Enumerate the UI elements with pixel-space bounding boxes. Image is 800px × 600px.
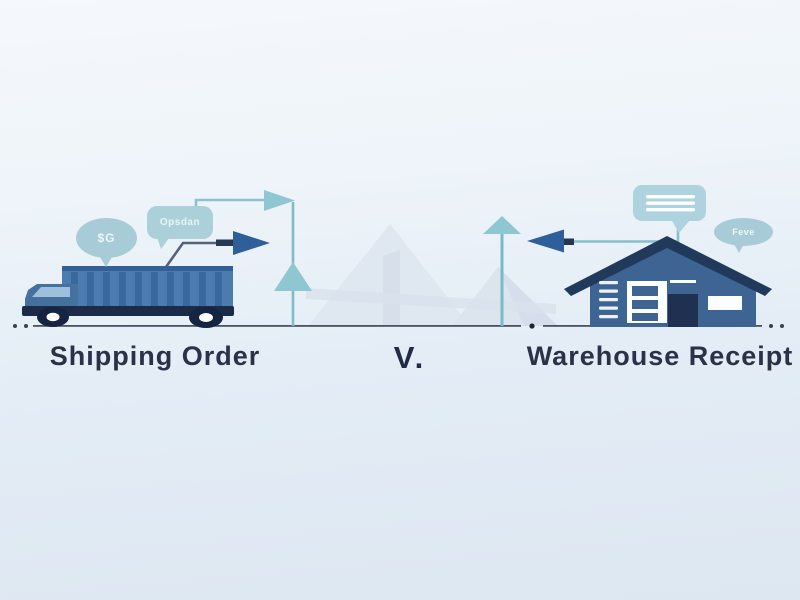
truck-bubble-box: Opsdan (147, 206, 213, 249)
warehouse-message-bubble-icon (633, 185, 706, 233)
warehouse-sign (708, 296, 742, 310)
truck-bubble-box-text: Opsdan (159, 217, 201, 228)
left-arrow-blue-icon (527, 229, 564, 253)
background-mountains-graphic (306, 224, 558, 326)
truck-icon (22, 266, 234, 328)
versus-label: V. (393, 340, 427, 375)
warehouse-bubble-oval: Feve (714, 218, 773, 253)
left-title: Shipping Order (49, 341, 261, 371)
truck-bubble-oval-text: $G (97, 231, 116, 245)
truck-chassis (22, 306, 234, 316)
truck-windshield (32, 287, 70, 297)
up-arrow-teal-left-icon (274, 262, 312, 291)
warehouse-icon (564, 236, 772, 327)
right-arrow-blue-icon (233, 231, 270, 255)
right-arrow-teal-icon (264, 190, 295, 211)
up-arrow-teal-right-icon (483, 216, 521, 234)
warehouse-door (668, 294, 698, 327)
warehouse-roof (564, 236, 772, 296)
warehouse-bubble-oval-text: Feve (732, 227, 755, 237)
truck-bubble-oval: $G (76, 218, 137, 267)
right-title: Warehouse Receipt (526, 341, 794, 371)
